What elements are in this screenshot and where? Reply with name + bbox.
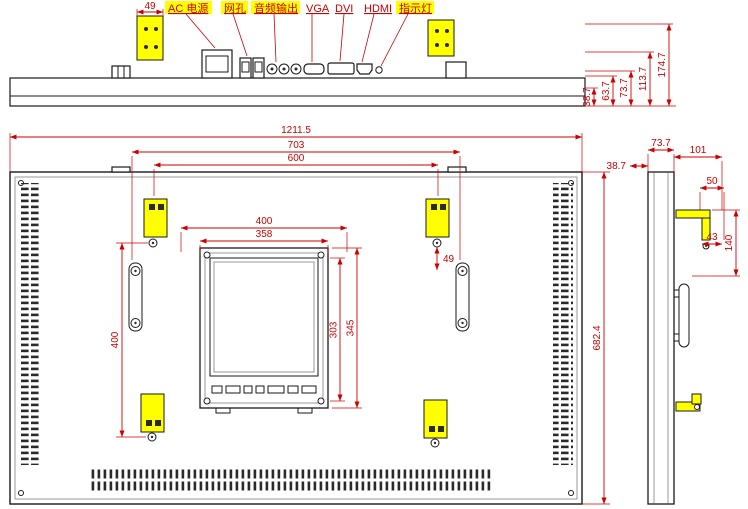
dim-mount-hole-spacing-h: 600 — [153, 153, 439, 196]
dim-value-73-7-top: 73.7 — [619, 78, 630, 98]
mount-bracket-front-top-right — [425, 198, 450, 248]
mount-bracket-front-bottom-right — [423, 399, 448, 448]
vga-label: VGA — [306, 3, 330, 15]
hdmi-label: HDMI — [364, 3, 392, 15]
hdmi-connector — [356, 63, 373, 75]
dim-box-height-inner: 303 — [329, 257, 345, 402]
dim-value-49-top: 49 — [144, 1, 156, 12]
dim-value-63-7: 63.7 — [601, 81, 612, 101]
dvi-connector — [327, 62, 355, 75]
dim-overall-height: 682.4 — [582, 171, 610, 505]
dim-value-682-4: 682.4 — [592, 325, 603, 350]
side-view-bracket-top — [675, 209, 711, 250]
connector-leader-lines — [185, 13, 409, 67]
dim-value-140: 140 — [724, 234, 735, 251]
dim-value-43: 43 — [706, 232, 718, 243]
dim-value-1211-5: 1211.5 — [281, 125, 311, 136]
top-view-bracket-right — [427, 19, 455, 57]
top-view-bracket-left — [136, 15, 164, 61]
side-view: 73.7 38.7 101 50 43 140 — [607, 138, 740, 505]
side-view-bracket-bottom — [675, 393, 702, 412]
dim-value-345: 345 — [346, 319, 357, 336]
mount-bracket-front-top-left — [143, 198, 168, 248]
dim-value-703: 703 — [288, 140, 305, 151]
top-view: AC 电源 网孔 音频输出 VGA DVI HDMI 指示灯 49 38.7 — [9, 1, 676, 107]
dim-box-width-inner: 358 — [199, 229, 329, 254]
dim-mount-hole-spacing-v: 400 — [110, 242, 148, 438]
indicator-led — [375, 66, 383, 74]
vent-grilles — [19, 183, 573, 493]
dim-value-600: 600 — [288, 153, 305, 164]
dim-value-400-v: 400 — [110, 331, 121, 348]
ac-power-connector — [201, 49, 233, 79]
dim-side-bracket-plate-width: 43 — [702, 232, 722, 247]
handle-left — [128, 262, 143, 332]
dim-value-400-h: 400 — [256, 216, 273, 227]
dim-value-303: 303 — [329, 321, 340, 338]
dim-side-bracket-offset-top: 50 — [699, 176, 725, 240]
center-mount-box — [199, 247, 329, 414]
indicator-label: 指示灯 — [399, 1, 432, 15]
vga-connector — [303, 63, 325, 75]
dim-overall-width: 1211.5 — [9, 125, 583, 172]
audio-jacks — [266, 63, 302, 75]
dim-value-174-7: 174.7 — [657, 52, 668, 77]
dim-value-73-7-side: 73.7 — [651, 138, 671, 149]
side-view-handle — [673, 283, 690, 348]
dim-value-358: 358 — [256, 229, 273, 240]
lan-port-label: 网孔 — [224, 2, 246, 15]
front-view: 1211.5 703 600 400 358 — [9, 125, 610, 505]
dim-top-bracket-width: 49 — [136, 1, 164, 16]
dim-value-38-7: 38.7 — [582, 87, 593, 107]
dim-value-113-7: 113.7 — [638, 66, 649, 91]
dvi-label: DVI — [335, 3, 353, 15]
dim-value-50: 50 — [706, 176, 718, 187]
dim-box-height-outer: 345 — [332, 247, 362, 409]
lan-port-connector — [239, 57, 265, 79]
top-view-chassis — [9, 61, 586, 107]
dim-value-49-front: 49 — [443, 254, 455, 265]
dim-box-width-outer: 400 — [180, 216, 348, 252]
mount-bracket-front-bottom-left — [140, 393, 165, 442]
audio-out-label: 音频输出 — [254, 1, 298, 15]
side-view-body — [647, 171, 675, 505]
dim-value-101: 101 — [690, 145, 707, 156]
dim-value-38-7-side: 38.7 — [607, 161, 627, 172]
dim-side-bracket-plate-height: 140 — [692, 209, 740, 277]
dim-side-depth: 73.7 — [647, 138, 675, 172]
ac-power-label: AC 电源 — [168, 1, 208, 15]
dim-bracket-offset: 49 — [434, 247, 455, 270]
dim-side-bezel-depth: 38.7 — [607, 161, 648, 172]
top-view-height-dimensions: 38.7 63.7 73.7 113.7 174.7 — [582, 23, 676, 107]
connector-labels: AC 电源 网孔 音频输出 VGA DVI HDMI 指示灯 — [165, 1, 434, 15]
handle-right — [455, 262, 470, 332]
